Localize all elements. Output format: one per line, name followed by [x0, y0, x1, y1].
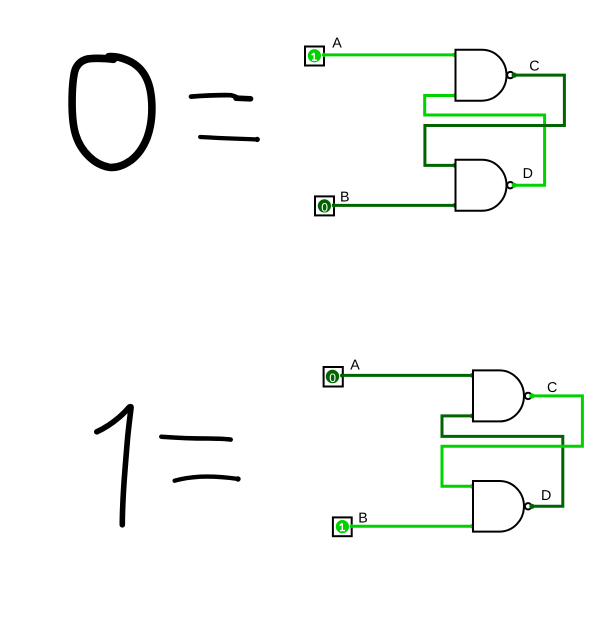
svg-text:C: C	[547, 380, 557, 396]
svg-text:B: B	[358, 511, 368, 527]
svg-text:B: B	[340, 189, 350, 205]
svg-text:0: 0	[321, 200, 328, 214]
svg-text:D: D	[523, 166, 533, 182]
svg-text:A: A	[332, 36, 342, 52]
svg-text:A: A	[350, 357, 360, 373]
svg-text:D: D	[541, 488, 551, 504]
svg-text:0: 0	[329, 371, 336, 385]
svg-text:C: C	[529, 59, 539, 75]
